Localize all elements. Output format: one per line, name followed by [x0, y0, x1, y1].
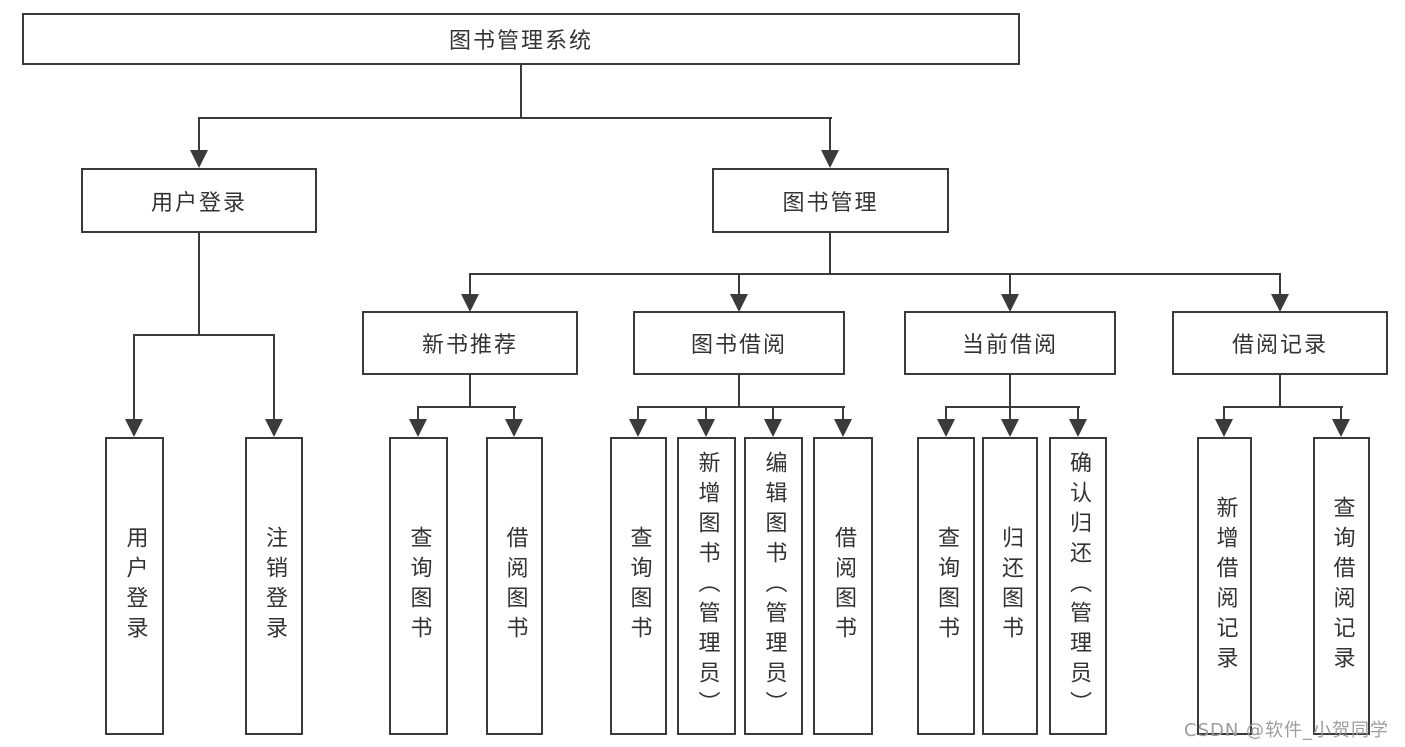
node-user-login-label: 用户登录 — [150, 190, 247, 216]
leaf-borrow-edit-admin: 编辑图书（管理员） — [744, 437, 803, 735]
node-module-new-books: 新书推荐 — [362, 311, 578, 375]
connector-line — [417, 406, 516, 408]
connector-line — [513, 406, 515, 421]
node-module-book-borrow-label: 图书借阅 — [690, 333, 787, 358]
leaf-user-login-label: 用户登录 — [122, 526, 148, 646]
connector-line — [1340, 406, 1342, 421]
node-book-mgmt: 图书管理 — [712, 168, 949, 233]
leaf-borrow-add-admin-label: 新增图书（管理员） — [694, 451, 720, 721]
connector-line — [945, 406, 947, 421]
connector-line — [133, 334, 135, 421]
leaf-newbooks-borrow-label: 借阅图书 — [502, 526, 528, 646]
leaf-records-query: 查询借阅记录 — [1313, 437, 1370, 735]
node-module-borrow-records-label: 借阅记录 — [1231, 333, 1328, 358]
connector-line — [705, 406, 707, 421]
connector-line — [417, 406, 419, 421]
arrow-down-icon — [190, 150, 208, 168]
connector-line — [1223, 406, 1225, 421]
connector-line — [198, 117, 832, 119]
leaf-borrow-borrow-label: 借阅图书 — [831, 526, 856, 646]
leaf-records-query-label: 查询借阅记录 — [1329, 496, 1355, 676]
connector-line — [738, 375, 740, 408]
arrow-down-icon — [834, 419, 852, 437]
connector-line — [945, 406, 1080, 408]
leaf-borrow-query: 查询图书 — [610, 437, 667, 735]
leaf-borrow-query-label: 查询图书 — [626, 526, 652, 646]
arrow-down-icon — [1271, 294, 1289, 312]
connector-line — [829, 233, 831, 275]
leaf-user-login: 用户登录 — [105, 437, 164, 735]
connector-line — [1009, 375, 1011, 408]
node-module-book-borrow: 图书借阅 — [633, 311, 845, 375]
arrow-down-icon — [821, 150, 839, 168]
node-module-new-books-label: 新书推荐 — [421, 333, 518, 358]
connector-line — [520, 65, 522, 119]
connector-line — [1009, 406, 1011, 421]
arrow-down-icon — [697, 419, 715, 437]
leaf-borrow-add-admin: 新增图书（管理员） — [677, 437, 736, 735]
leaf-newbooks-query-label: 查询图书 — [406, 526, 432, 646]
connector-line — [738, 273, 740, 297]
connector-line — [469, 375, 471, 408]
leaf-borrow-edit-admin-label: 编辑图书（管理员） — [761, 451, 787, 721]
connector-line — [637, 406, 845, 408]
arrow-down-icon — [1001, 294, 1019, 312]
node-module-borrow-records: 借阅记录 — [1172, 311, 1388, 375]
leaf-current-query: 查询图书 — [917, 437, 975, 735]
connector-line — [842, 406, 844, 421]
node-root: 图书管理系统 — [22, 13, 1020, 65]
leaf-records-add: 新增借阅记录 — [1197, 437, 1252, 735]
connector-line — [198, 233, 200, 336]
arrow-down-icon — [629, 419, 647, 437]
leaf-borrow-borrow: 借阅图书 — [813, 437, 873, 735]
arrow-down-icon — [125, 419, 143, 437]
node-module-current-borrow: 当前借阅 — [904, 311, 1116, 375]
arrow-down-icon — [505, 419, 523, 437]
connector-line — [469, 273, 471, 297]
connector-line — [273, 334, 275, 421]
leaf-newbooks-query: 查询图书 — [389, 437, 448, 735]
leaf-records-add-label: 新增借阅记录 — [1212, 496, 1238, 676]
leaf-current-confirm-admin: 确认归还（管理员） — [1049, 437, 1107, 735]
connector-line — [772, 406, 774, 421]
connector-line — [1279, 375, 1281, 408]
connector-line — [1223, 406, 1343, 408]
csdn-watermark: CSDN @软件_小贺同学 — [1184, 720, 1390, 741]
arrow-down-icon — [461, 294, 479, 312]
arrow-down-icon — [1215, 419, 1233, 437]
leaf-user-logout: 注销登录 — [245, 437, 303, 735]
arrow-down-icon — [1001, 419, 1019, 437]
connector-line — [133, 334, 275, 336]
arrow-down-icon — [730, 294, 748, 312]
connector-line — [1009, 273, 1011, 297]
leaf-user-logout-label: 注销登录 — [262, 526, 287, 646]
node-module-current-borrow-label: 当前借阅 — [961, 333, 1058, 358]
leaf-current-return: 归还图书 — [982, 437, 1038, 735]
arrow-down-icon — [265, 419, 283, 437]
connector-line — [1077, 406, 1079, 421]
arrow-down-icon — [937, 419, 955, 437]
connector-line — [198, 117, 200, 153]
leaf-current-return-label: 归还图书 — [998, 526, 1023, 646]
leaf-current-confirm-admin-label: 确认归还（管理员） — [1066, 451, 1091, 721]
leaf-current-query-label: 查询图书 — [934, 526, 959, 646]
connector-line — [1279, 273, 1281, 297]
node-user-login: 用户登录 — [81, 168, 317, 233]
connector-line — [829, 117, 831, 153]
arrow-down-icon — [1332, 419, 1350, 437]
arrow-down-icon — [1069, 419, 1087, 437]
connector-line — [469, 273, 1281, 275]
leaf-newbooks-borrow: 借阅图书 — [486, 437, 543, 735]
connector-line — [637, 406, 639, 421]
arrow-down-icon — [764, 419, 782, 437]
node-root-label: 图书管理系统 — [448, 29, 593, 54]
node-book-mgmt-label: 图书管理 — [782, 190, 879, 216]
arrow-down-icon — [409, 419, 427, 437]
